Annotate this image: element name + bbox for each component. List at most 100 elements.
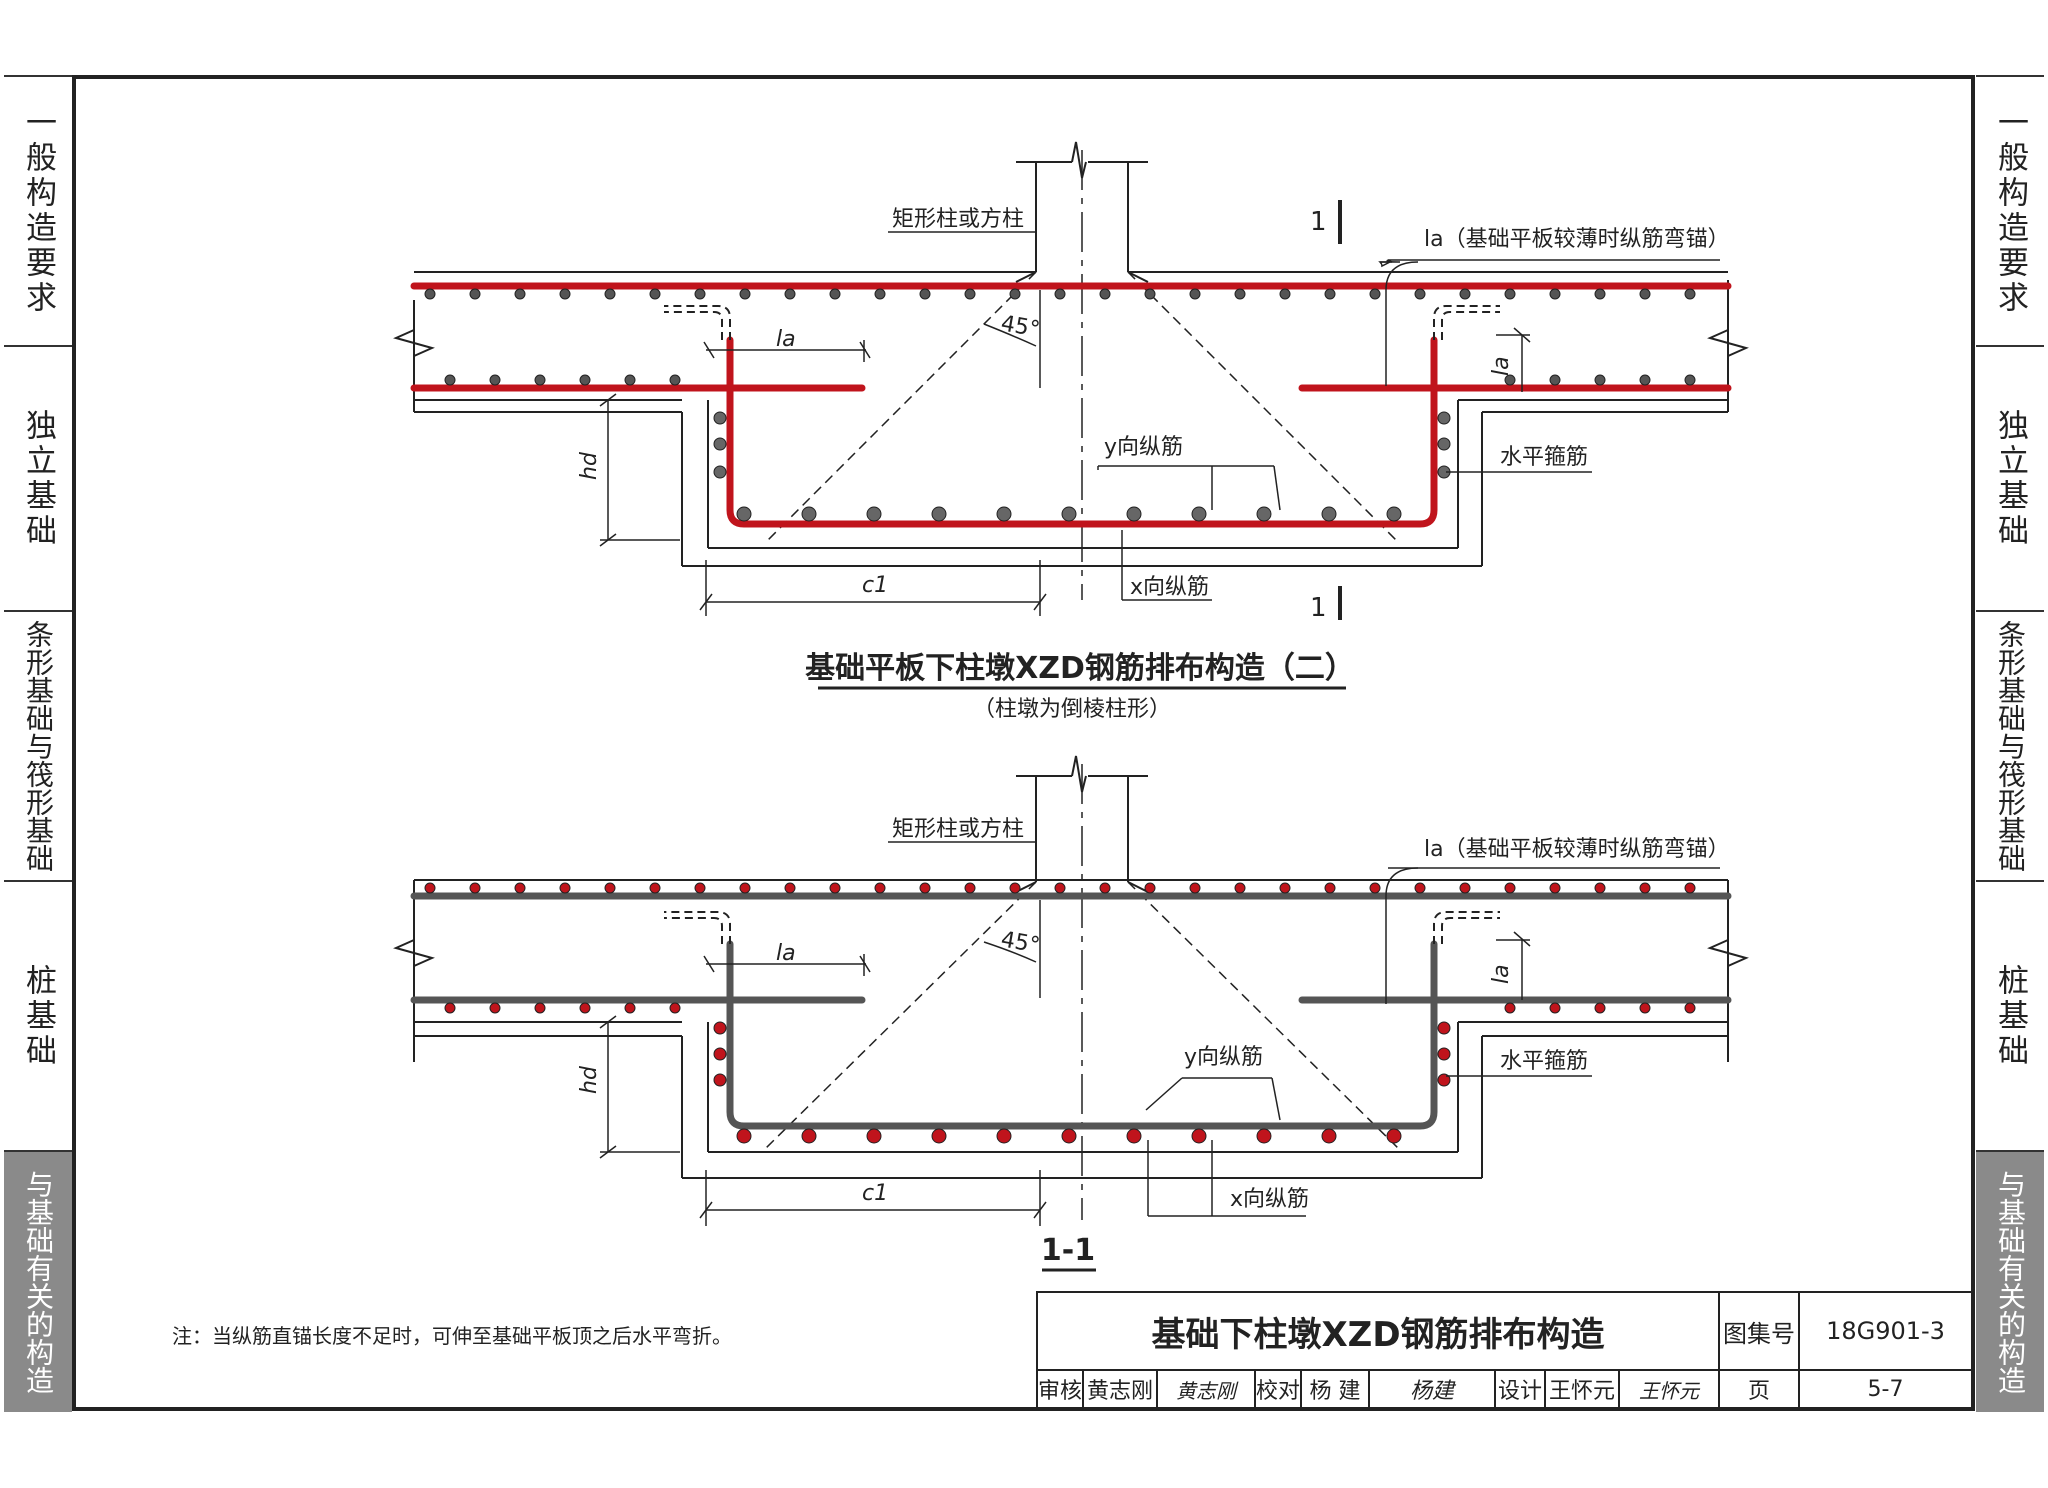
top-column: [1015, 141, 1149, 283]
top-x-rebar-label: x向纵筋: [1130, 575, 1209, 600]
rebar-section-dot: [739, 882, 751, 894]
rebar-section-dot: [489, 1002, 501, 1014]
bottom-la-vertical-label: la: [1489, 964, 1514, 984]
side-tab-right-1[interactable]: 一般构造要求: [1976, 75, 2044, 345]
bottom-anchor-note: la（基础平板较薄时纵筋弯锚）: [1424, 837, 1730, 862]
rebar-section-dot: [559, 882, 571, 894]
checker-signature: 杨建: [1368, 1369, 1496, 1409]
rebar-section-dot: [1369, 288, 1381, 300]
top-rebar-dots: [424, 288, 1696, 522]
rebar-section-dot: [579, 374, 591, 386]
rebar-section-dot: [604, 882, 616, 894]
bottom-slab-outline: [393, 879, 1749, 1179]
rebar-section-dot: [1414, 288, 1426, 300]
rebar-section-dot: [1437, 411, 1451, 425]
rebar-section-dot: [1234, 288, 1246, 300]
rebar-section-dot: [931, 506, 947, 522]
rebar-section-dot: [713, 411, 727, 425]
page-number: 5-7: [1798, 1369, 1973, 1409]
side-tab-left-2[interactable]: 独立基础: [4, 345, 72, 610]
rebar-section-dot: [784, 882, 796, 894]
rebar-section-dot: [669, 1002, 681, 1014]
bottom-stirrup-label: 水平箍筋: [1500, 1049, 1588, 1074]
rebar-section-dot: [866, 506, 882, 522]
rebar-section-dot: [1437, 1047, 1451, 1061]
rebar-section-dot: [739, 288, 751, 300]
side-tab-left-1[interactable]: 一般构造要求: [4, 75, 72, 345]
side-tab-label: 一般构造要求: [20, 106, 56, 316]
rebar-section-dot: [736, 506, 752, 522]
rebar-section-dot: [1189, 288, 1201, 300]
rebar-section-dot: [829, 882, 841, 894]
side-tab-label: 条形基础与筏形基础: [1994, 620, 2027, 872]
side-tab-left-4[interactable]: 桩基础: [4, 880, 72, 1150]
rebar-section-dot: [1437, 437, 1451, 451]
rebar-section-dot: [624, 1002, 636, 1014]
rebar-section-dot: [424, 288, 436, 300]
rebar-section-dot: [1061, 506, 1077, 522]
rebar-section-dot: [1414, 882, 1426, 894]
rebar-section-dot: [624, 374, 636, 386]
reviewer-name: 黄志刚: [1082, 1369, 1158, 1409]
top-slab-outline: [393, 271, 1749, 567]
rebar-section-dot: [964, 288, 976, 300]
top-section-diagram: 1 1 矩形柱或方柱 la（基础平板较薄时纵筋弯锚） 45° la la hd …: [393, 141, 1749, 722]
side-tab-left-5[interactable]: 与基础有关的构造: [4, 1150, 72, 1412]
side-tab-right-3[interactable]: 条形基础与筏形基础: [1976, 610, 2044, 880]
side-tab-label: 桩基础: [1992, 963, 2028, 1069]
side-tab-left-3[interactable]: 条形基础与筏形基础: [4, 610, 72, 880]
rebar-section-dot: [1684, 288, 1696, 300]
rebar-section-dot: [1369, 882, 1381, 894]
rebar-section-dot: [1144, 288, 1156, 300]
rebar-section-dot: [1549, 1002, 1561, 1014]
side-tab-label: 一般构造要求: [1992, 106, 2028, 316]
rebar-section-dot: [1054, 882, 1066, 894]
top-column-label: 矩形柱或方柱: [892, 207, 1024, 232]
rebar-section-dot: [1459, 882, 1471, 894]
side-tab-label: 与基础有关的构造: [22, 1170, 55, 1394]
side-tab-right-2[interactable]: 独立基础: [1976, 345, 2044, 610]
rebar-section-dot: [1594, 374, 1606, 386]
check-label: 校对: [1254, 1369, 1302, 1409]
rebar-section-dot: [801, 1128, 817, 1144]
rebar-section-dot: [1386, 506, 1402, 522]
rebar-section-dot: [1191, 1128, 1207, 1144]
top-la-vertical-label: la: [1489, 356, 1514, 376]
rebar-section-dot: [534, 1002, 546, 1014]
rebar-section-dot: [931, 1128, 947, 1144]
rebar-section-dot: [964, 882, 976, 894]
designer-signature: 王怀元: [1618, 1369, 1720, 1409]
side-tab-right-4[interactable]: 桩基础: [1976, 880, 2044, 1150]
drawing-title: 基础下柱墩XZD钢筋排布构造: [1036, 1291, 1720, 1371]
rebar-section-dot: [1594, 882, 1606, 894]
side-tab-label: 独立基础: [20, 408, 56, 549]
side-tab-right-5[interactable]: 与基础有关的构造: [1976, 1150, 2044, 1412]
rebar-section-dot: [1009, 882, 1021, 894]
rebar-section-dot: [713, 437, 727, 451]
top-diagram-subtitle: （柱墩为倒棱柱形）: [973, 697, 1171, 722]
rebar-section-dot: [649, 882, 661, 894]
rebar-section-dot: [534, 374, 546, 386]
rebar-section-dot: [1437, 1073, 1451, 1087]
rebar-section-dot: [1639, 374, 1651, 386]
reviewer-signature: 黄志刚: [1156, 1369, 1256, 1409]
rebar-section-dot: [1684, 882, 1696, 894]
bottom-hd-label: hd: [577, 1065, 602, 1094]
rebar-section-dot: [579, 1002, 591, 1014]
rebar-section-dot: [1504, 1002, 1516, 1014]
bottom-hooks: [664, 911, 1500, 944]
top-y-rebar-label: y向纵筋: [1104, 435, 1183, 460]
atlas-label: 图集号: [1718, 1291, 1800, 1371]
rebar-section-dot: [1191, 506, 1207, 522]
top-c1-label: c1: [862, 573, 888, 598]
page-label: 页: [1718, 1369, 1800, 1409]
rebar-section-dot: [694, 288, 706, 300]
checker-name: 杨 建: [1300, 1369, 1370, 1409]
rebar-section-dot: [1256, 1128, 1272, 1144]
rebar-section-dot: [1189, 882, 1201, 894]
rebar-section-dot: [1321, 1128, 1337, 1144]
rebar-section-dot: [1639, 288, 1651, 300]
rebar-section-dot: [1386, 1128, 1402, 1144]
top-stirrup-label: 水平箍筋: [1500, 445, 1588, 470]
